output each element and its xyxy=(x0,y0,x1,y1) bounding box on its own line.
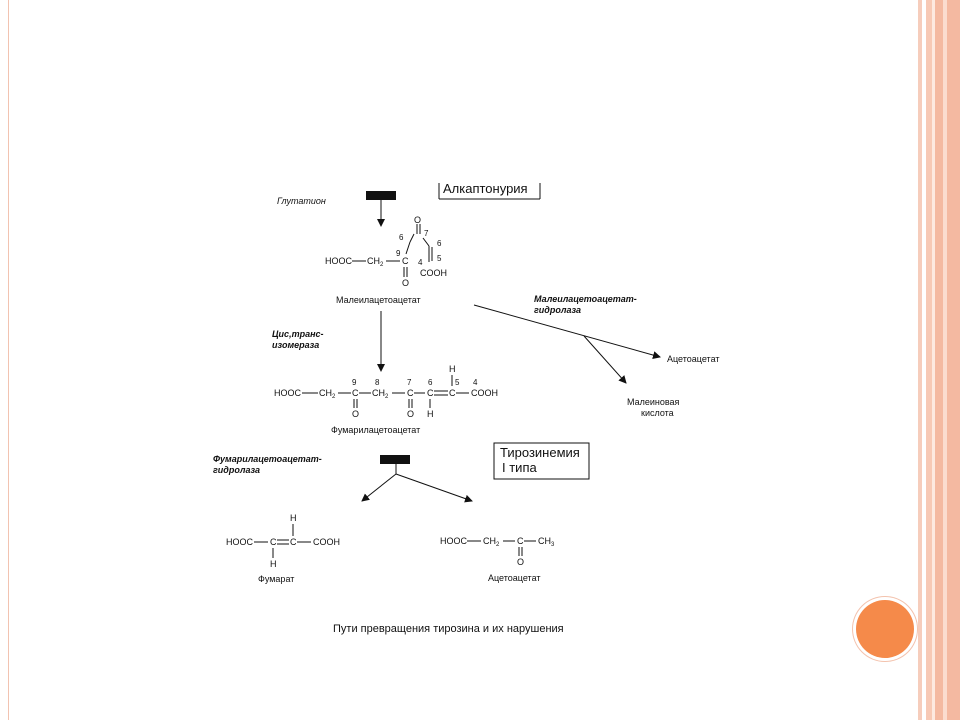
carbon-number-7: 7 xyxy=(424,229,429,238)
carbon-number-9: 9 xyxy=(396,249,401,258)
carbon-number-6b: 6 xyxy=(437,239,442,248)
decorative-orange-circle xyxy=(856,600,914,658)
carbon-number-6a: 6 xyxy=(399,233,404,242)
arrow-to-fumarate xyxy=(361,473,397,502)
product-maleic-acid-line1: Малеиновая xyxy=(627,397,680,407)
slide-frame-right-line xyxy=(918,0,922,720)
carbon-number-8: 8 xyxy=(375,378,380,387)
fumarylacetoacetate-name: Фумарилацетоацетат xyxy=(331,425,420,435)
tyrosinemia-line1: Тирозинемия xyxy=(500,445,580,460)
product-maleic-acid-line2: кислота xyxy=(641,408,674,418)
fumarate-name: Фумарат xyxy=(258,574,294,584)
block-bar-top xyxy=(366,191,396,200)
atom-c6: C xyxy=(427,388,434,398)
alkaptonuria-box: Алкаптонурия xyxy=(438,181,541,200)
maleylacetoacetate-name: Малеилацетоацетат xyxy=(336,295,421,305)
arrow-to-acetoacetate xyxy=(395,473,473,503)
atom-ch2: CH2 xyxy=(367,256,384,268)
atom-cooh: COOH xyxy=(313,537,340,547)
enzyme-maleyl-hydrolase-line2: гидролаза xyxy=(534,305,581,315)
atom-hooc: HOOC xyxy=(274,388,302,398)
slide-frame-left xyxy=(8,0,9,720)
carbon-number-9: 9 xyxy=(352,378,357,387)
enzyme-isomerase-line1: Цис,транс- xyxy=(272,329,324,339)
atom-ch2-a: CH2 xyxy=(319,388,336,400)
atom-o9: O xyxy=(352,409,359,419)
atom-hooc: HOOC xyxy=(440,536,468,546)
product-acetoacetate-label: Ацетоацетат xyxy=(667,354,720,364)
atom-c1: C xyxy=(270,537,277,547)
enzyme-fumaryl-hydrolase-line2: гидролаза xyxy=(213,465,260,475)
tyrosinemia-line2: I типа xyxy=(502,460,537,475)
alkaptonuria-label: Алкаптонурия xyxy=(443,181,528,196)
atom-hooc: HOOC xyxy=(325,256,353,266)
acetoacetate-name: Ацетоацетат xyxy=(488,573,541,583)
carbon-number-4: 4 xyxy=(473,378,478,387)
carbon-number-5: 5 xyxy=(455,378,460,387)
figure-caption: Пути превращения тирозина и их нарушения xyxy=(333,623,564,635)
carbon-number-6: 6 xyxy=(428,378,433,387)
atom-c9: C xyxy=(352,388,359,398)
carbon-number-7: 7 xyxy=(407,378,412,387)
fumarylacetoacetate-structure: 9 8 7 6 5 4 H HOOC CH2 C CH2 C C C COOH … xyxy=(274,364,498,419)
arrow-to-acetoacetate-branch xyxy=(473,304,661,359)
atom-o-top: O xyxy=(414,215,421,225)
enzyme-maleyl-hydrolase-line1: Малеилацетоацетат- xyxy=(534,294,637,304)
atom-c9: C xyxy=(402,256,409,266)
atom-h-top: H xyxy=(290,513,297,523)
atom-h-bottom: H xyxy=(270,559,277,569)
atom-ch2-b: CH2 xyxy=(372,388,389,400)
atom-ch2: CH2 xyxy=(483,536,500,548)
atom-cooh: COOH xyxy=(471,388,498,398)
glutathione-label: Глутатион xyxy=(277,196,326,206)
atom-o7: O xyxy=(407,409,414,419)
acetoacetate-structure: HOOC CH2 C CH3 O xyxy=(440,536,555,567)
atom-hooc: HOOC xyxy=(226,537,254,547)
maleylacetoacetate-structure: HOOC CH2 C O O 4 COOH 6 7 6 5 9 xyxy=(325,215,447,288)
tyrosinemia-box: Тирозинемия I типа xyxy=(493,442,590,480)
carbon-number-5: 5 xyxy=(437,254,442,263)
atom-o-ketone: O xyxy=(402,278,409,288)
atom-o: O xyxy=(517,557,524,567)
atom-h-top: H xyxy=(449,364,456,374)
slide-frame-right-stripes xyxy=(926,0,960,720)
atom-c2: C xyxy=(290,537,297,547)
enzyme-fumaryl-hydrolase-line1: Фумарилацетоацетат- xyxy=(213,454,322,464)
enzyme-isomerase-line2: изомераза xyxy=(272,340,319,350)
arrow-to-maleic-acid xyxy=(583,335,627,384)
fumarate-structure: H HOOC C C COOH H xyxy=(226,513,340,569)
atom-h-bottom: H xyxy=(427,409,434,419)
carbon-number-4: 4 xyxy=(418,258,423,267)
atom-cooh: COOH xyxy=(420,268,447,278)
atom-c7: C xyxy=(407,388,414,398)
atom-ch3: CH3 xyxy=(538,536,555,548)
atom-c: C xyxy=(517,536,524,546)
atom-c5: C xyxy=(449,388,456,398)
block-bar-bottom xyxy=(380,455,410,464)
